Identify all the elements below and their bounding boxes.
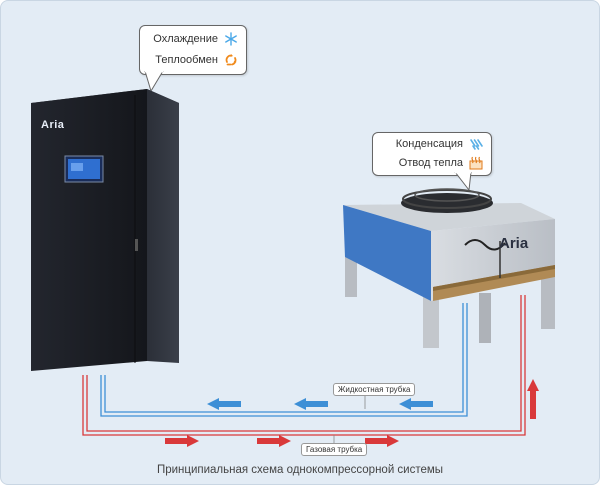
condensation-label: Конденсация [395, 138, 463, 150]
outdoor-condenser-unit [343, 188, 555, 348]
indoor-unit [31, 89, 179, 371]
snowflake-icon [225, 32, 237, 46]
indoor-unit-callout: Охлаждение Теплообмен [139, 25, 247, 75]
liquid-pipe [100, 303, 468, 417]
indoor-unit-logo: Aria [41, 119, 65, 131]
cooling-label: Охлаждение [153, 33, 218, 45]
outdoor-unit-logo: Aria [499, 235, 529, 252]
outdoor-unit-callout: Конденсация Отвод тепла [372, 132, 492, 176]
outdoor-callout-heat-removal: Отвод тепла [383, 156, 483, 170]
outdoor-callout-condensation: Конденсация [383, 137, 483, 151]
gas-pipe [82, 295, 526, 436]
gas-flow-arrows [165, 379, 539, 447]
condensation-icon [470, 139, 483, 150]
gas-pipe-label: Газовая трубка [301, 443, 368, 456]
indoor-callout-heat-exchange: Теплообмен [150, 53, 238, 67]
liquid-pipe-label: Жидкостная трубка [333, 383, 416, 396]
recycle-icon [225, 54, 237, 66]
diagram-caption: Принципиальная схема однокомпрессорной с… [156, 464, 444, 476]
heat-exchange-label: Теплообмен [155, 54, 218, 66]
liquid-flow-arrows [207, 398, 433, 410]
heat-removal-label: Отвод тепла [398, 157, 463, 169]
indoor-callout-cooling: Охлаждение [150, 32, 238, 46]
heat-dissipation-icon [469, 156, 483, 170]
